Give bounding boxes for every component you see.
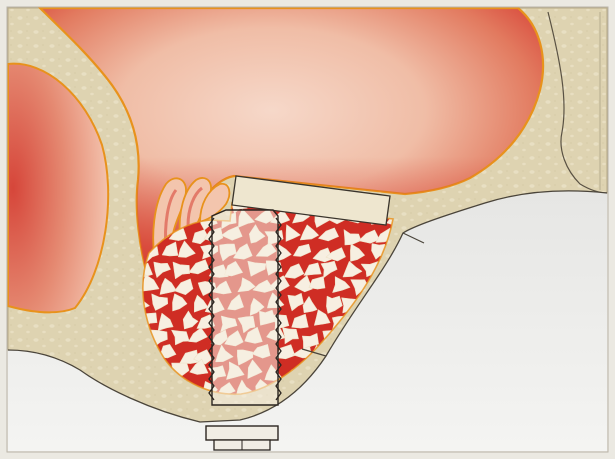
implant-collar [206,426,278,440]
implant-body [212,210,278,405]
